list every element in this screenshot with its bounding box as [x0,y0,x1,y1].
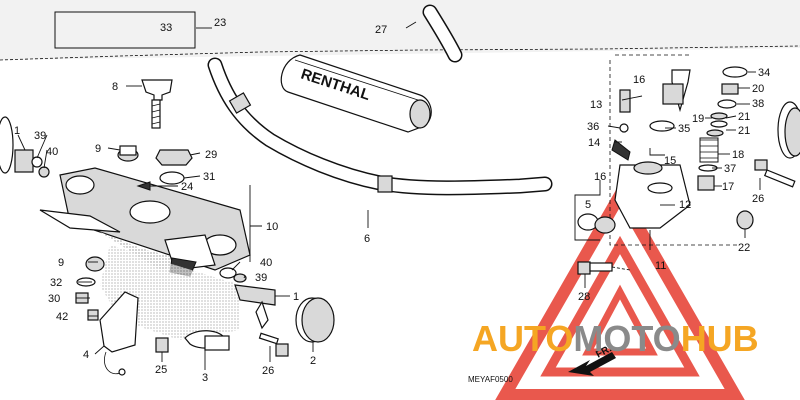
part-2-cap [295,297,335,343]
callout-30: 30 [48,293,60,305]
callout-26-mid: 26 [262,365,274,377]
callout-18: 18 [732,149,744,161]
callout-11: 11 [655,260,666,272]
watermark-text: AUTOMOTOHUB [472,318,759,359]
callout-25: 25 [155,364,167,376]
callout-27: 27 [375,24,387,36]
callout-32: 32 [50,277,62,289]
front-arrow: FR. [568,343,616,376]
svg-text:AUTOMOTOHUB: AUTOMOTOHUB [472,318,759,359]
right-end-cap [777,101,800,159]
part-1-center-bracket [234,284,276,330]
callout-12: 12 [679,199,691,211]
diagram-code: MEYAF0500 [468,375,513,384]
callout-6: 6 [364,233,370,245]
callout-13: 13 [590,99,602,111]
part-4-bracket [99,291,139,376]
callout-2: 2 [310,355,316,367]
callout-37: 37 [724,163,736,175]
watermark-triangle [495,182,745,400]
callout-numbers: 33 23 27 8 1 39 40 9 29 31 24 10 6 9 40 … [14,17,770,384]
callout-19: 19 [692,113,704,125]
callout-28: 28 [578,291,590,303]
callout-3: 3 [202,372,208,384]
callout-40-left: 40 [46,146,58,158]
callout-14: 14 [588,137,600,149]
callout-42: 42 [56,311,68,323]
handlebar-tube [207,4,553,196]
callout-21-b: 21 [738,125,750,137]
callout-36: 36 [587,121,599,133]
right-assembly [577,69,691,234]
callout-16-top: 16 [633,74,645,86]
callout-21-a: 21 [738,111,750,123]
callout-1-mid: 1 [293,291,299,303]
callout-35: 35 [678,123,690,135]
callout-17: 17 [722,181,734,193]
callout-23: 23 [214,17,226,29]
bolt-26-right [754,159,796,188]
callout-9-bottom: 9 [58,257,64,269]
bolt-28 [577,261,631,275]
lower-fasteners [155,330,289,357]
callout-24: 24 [181,181,193,193]
leader-lines [36,21,761,370]
callout-1-left: 1 [14,125,20,137]
callout-26-right: 26 [752,193,764,205]
callout-40-mid: 40 [260,257,272,269]
callout-22: 22 [738,242,750,254]
callout-38: 38 [752,98,764,110]
part-1-left-cap [0,116,34,174]
callout-4: 4 [83,349,89,361]
part-8-bolt [126,79,173,129]
watermark-part1: AUTO [472,318,573,359]
callout-39-left: 39 [34,130,46,142]
callout-39-mid: 39 [255,272,267,284]
watermark-part2: MOTO [573,318,680,359]
callout-9-top: 9 [95,143,101,155]
torn-header-strip [0,0,800,61]
callout-31: 31 [203,171,215,183]
handlebar-pad: RENTHAL [280,54,432,133]
watermark-part3: HUB [681,318,759,359]
callout-5: 5 [585,199,591,211]
callout-20: 20 [752,83,764,95]
cap-22 [736,210,754,230]
callout-34: 34 [758,67,770,79]
callout-16-mid: 16 [594,171,606,183]
callout-15: 15 [664,155,676,167]
callout-8: 8 [112,81,118,93]
callout-29: 29 [205,149,217,161]
callout-33: 33 [160,22,172,34]
callout-10: 10 [266,221,278,233]
assembly-box [609,54,740,246]
